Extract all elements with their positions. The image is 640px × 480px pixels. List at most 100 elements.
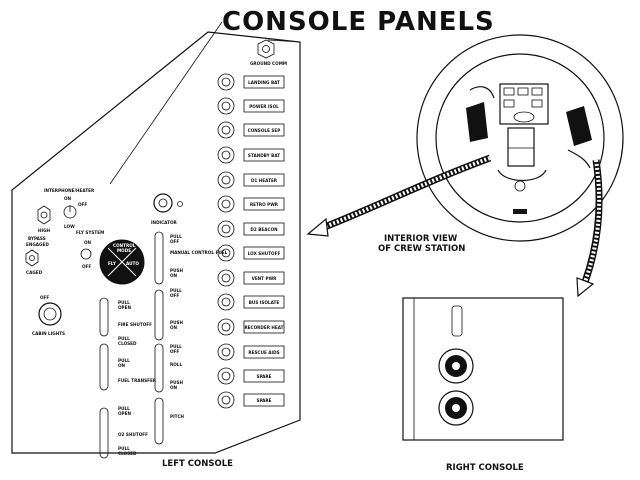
cb-label-box [243, 99, 285, 113]
cb-label: RETRO PWR [250, 202, 279, 207]
cb-knob-center-icon [221, 297, 231, 307]
heater-title: INTERPHONE/HEATER [44, 188, 95, 193]
instrument-display-icon [531, 99, 543, 108]
ground-comm-switch: GROUND COMM [250, 39, 287, 66]
cb-knob-center-icon [221, 77, 231, 87]
cb-knob-center-icon [221, 125, 231, 135]
left-side-console-icon [466, 102, 488, 142]
leader-arrow-shaft-icon [320, 154, 492, 232]
right-console-outline [402, 297, 564, 441]
pull-handle-icon [154, 231, 164, 285]
heater-option-off: OFF [78, 202, 87, 207]
right-handle-label: PUSH [170, 268, 183, 273]
pull-handle-icon [154, 289, 164, 341]
left-handle-label: PULL [118, 336, 130, 341]
cb-row-8: VENT PWR [217, 269, 285, 287]
right-console-panel: RIGHT CONSOLE [402, 297, 564, 473]
instrument-display-icon [503, 99, 515, 108]
cb-label-box [243, 197, 285, 211]
right-handle-label: OFF [170, 349, 179, 354]
cb-row-6: D2 BEACON [217, 220, 285, 238]
cb-row-3: STANDBY BAT [217, 146, 285, 164]
capsule-inner-ring [435, 53, 605, 223]
indicator-knob-detent-icon [177, 201, 183, 207]
left-handle-label: CLOSED [118, 341, 137, 346]
cb-label-box [243, 271, 285, 285]
knob-label-auto: AUTO [126, 261, 139, 266]
cb-knob-icon [217, 367, 235, 385]
cb-knob-center-icon [221, 347, 231, 357]
left-handle-name: FUEL TRANSFER [118, 378, 157, 383]
right-handle-label: PULL [170, 344, 182, 349]
control-stick-base-icon [497, 169, 547, 181]
indicator-knob-icon [153, 193, 173, 213]
leader-arrow-left [306, 154, 492, 237]
hatch-latch-icon [513, 209, 527, 214]
right-side-console-icon [566, 106, 592, 146]
indicator-label: INDICATOR [151, 220, 178, 225]
cabin-lights-label: CABIN LIGHTS [32, 331, 65, 336]
left-handle-label: OPEN [118, 305, 131, 310]
control-stick-icon [514, 180, 526, 192]
pull-handle-icon [99, 297, 109, 337]
right-handles-column: PULL OFF MANUAL CONTROL FUEL PUSH ON PUL… [154, 231, 228, 445]
heater-switch-knob-icon [40, 211, 48, 219]
cb-label: D2 BEACON [250, 227, 278, 232]
right-handle-label: ON [170, 273, 178, 278]
fly-system-group: FLY SYSTEM ON OFF [76, 230, 104, 269]
cb-row-10: RECORDER HEAT [217, 318, 285, 336]
cb-label: RESCUE AIDS [248, 350, 279, 355]
left-handle-label: PULL [118, 406, 130, 411]
ground-comm-label: GROUND COMM [250, 61, 287, 66]
cb-label: VENT PWR [252, 276, 278, 281]
cb-label-box [243, 148, 285, 162]
leader-arrowhead-icon [576, 277, 595, 298]
cb-label: D1 HEATER [251, 178, 278, 183]
cb-knob-center-icon [221, 199, 231, 209]
diagram-title: CONSOLE PANELS [222, 7, 495, 37]
cb-label: CONSOLE SEP [248, 128, 281, 133]
cb-knob-icon [217, 171, 235, 189]
cb-label-box [243, 75, 285, 89]
left-handle-label: PULL [118, 358, 130, 363]
right-handle-label: ON [170, 385, 178, 390]
hatch-strut-icon [469, 86, 495, 99]
bypass-option-caged: CAGED [26, 270, 43, 275]
cb-knob-center-icon [221, 395, 231, 405]
cabin-lights-option-off: OFF [40, 295, 49, 300]
cb-label: SPARE [256, 398, 271, 403]
cb-row-0: LANDING BAT [217, 73, 285, 91]
left-handle-label: PULL [118, 446, 130, 451]
right-handle-label: ON [170, 325, 178, 330]
right-handle-label: PULL [170, 234, 182, 239]
heater-option-on: ON [64, 196, 72, 201]
cb-label-box [243, 369, 285, 383]
left-handle-label: ON [118, 363, 126, 368]
cb-knob-icon [217, 146, 235, 164]
cb-knob-icon [217, 121, 235, 139]
crew-station-interior-view: INTERIOR VIEW OF CREW STATION [378, 34, 624, 254]
bypass-switch-nut-icon [25, 249, 39, 267]
knob-label-mode: MODE [117, 248, 131, 253]
circuit-breaker-column: LANDING BAT POWER ISOL CONSOLE SEP STAND… [217, 73, 285, 409]
interior-caption-line2: OF CREW STATION [378, 244, 465, 254]
cb-row-7: LOX SHUTOFF [217, 244, 285, 262]
capsule-outer-ring [416, 34, 624, 242]
right-handle-name: MANUAL CONTROL FUEL [170, 250, 228, 255]
left-handles-column: PULL OPEN FIRE SHUTOFF PULL CLOSED PULL … [99, 297, 157, 459]
cb-row-11: RESCUE AIDS [217, 343, 285, 361]
right-console-knob-lower-icon [438, 390, 474, 426]
cb-knob-icon [217, 220, 235, 238]
cabin-lights-knob-icon [38, 302, 62, 326]
cb-label: STANDBY BAT [248, 153, 280, 158]
right-handle-label: PUSH [170, 320, 183, 325]
cb-row-4: D1 HEATER [217, 171, 285, 189]
right-handle-name: ROLL [170, 362, 182, 367]
title-leader-line [109, 21, 223, 185]
cb-label: RECORDER HEAT [244, 325, 283, 330]
cb-label: SPARE [256, 374, 271, 379]
right-handle-label: PULL [170, 288, 182, 293]
right-console-knob-upper-dot-icon [452, 362, 460, 370]
cb-row-9: BUS ISOLATE [217, 293, 285, 311]
cb-row-2: CONSOLE SEP [217, 121, 285, 139]
